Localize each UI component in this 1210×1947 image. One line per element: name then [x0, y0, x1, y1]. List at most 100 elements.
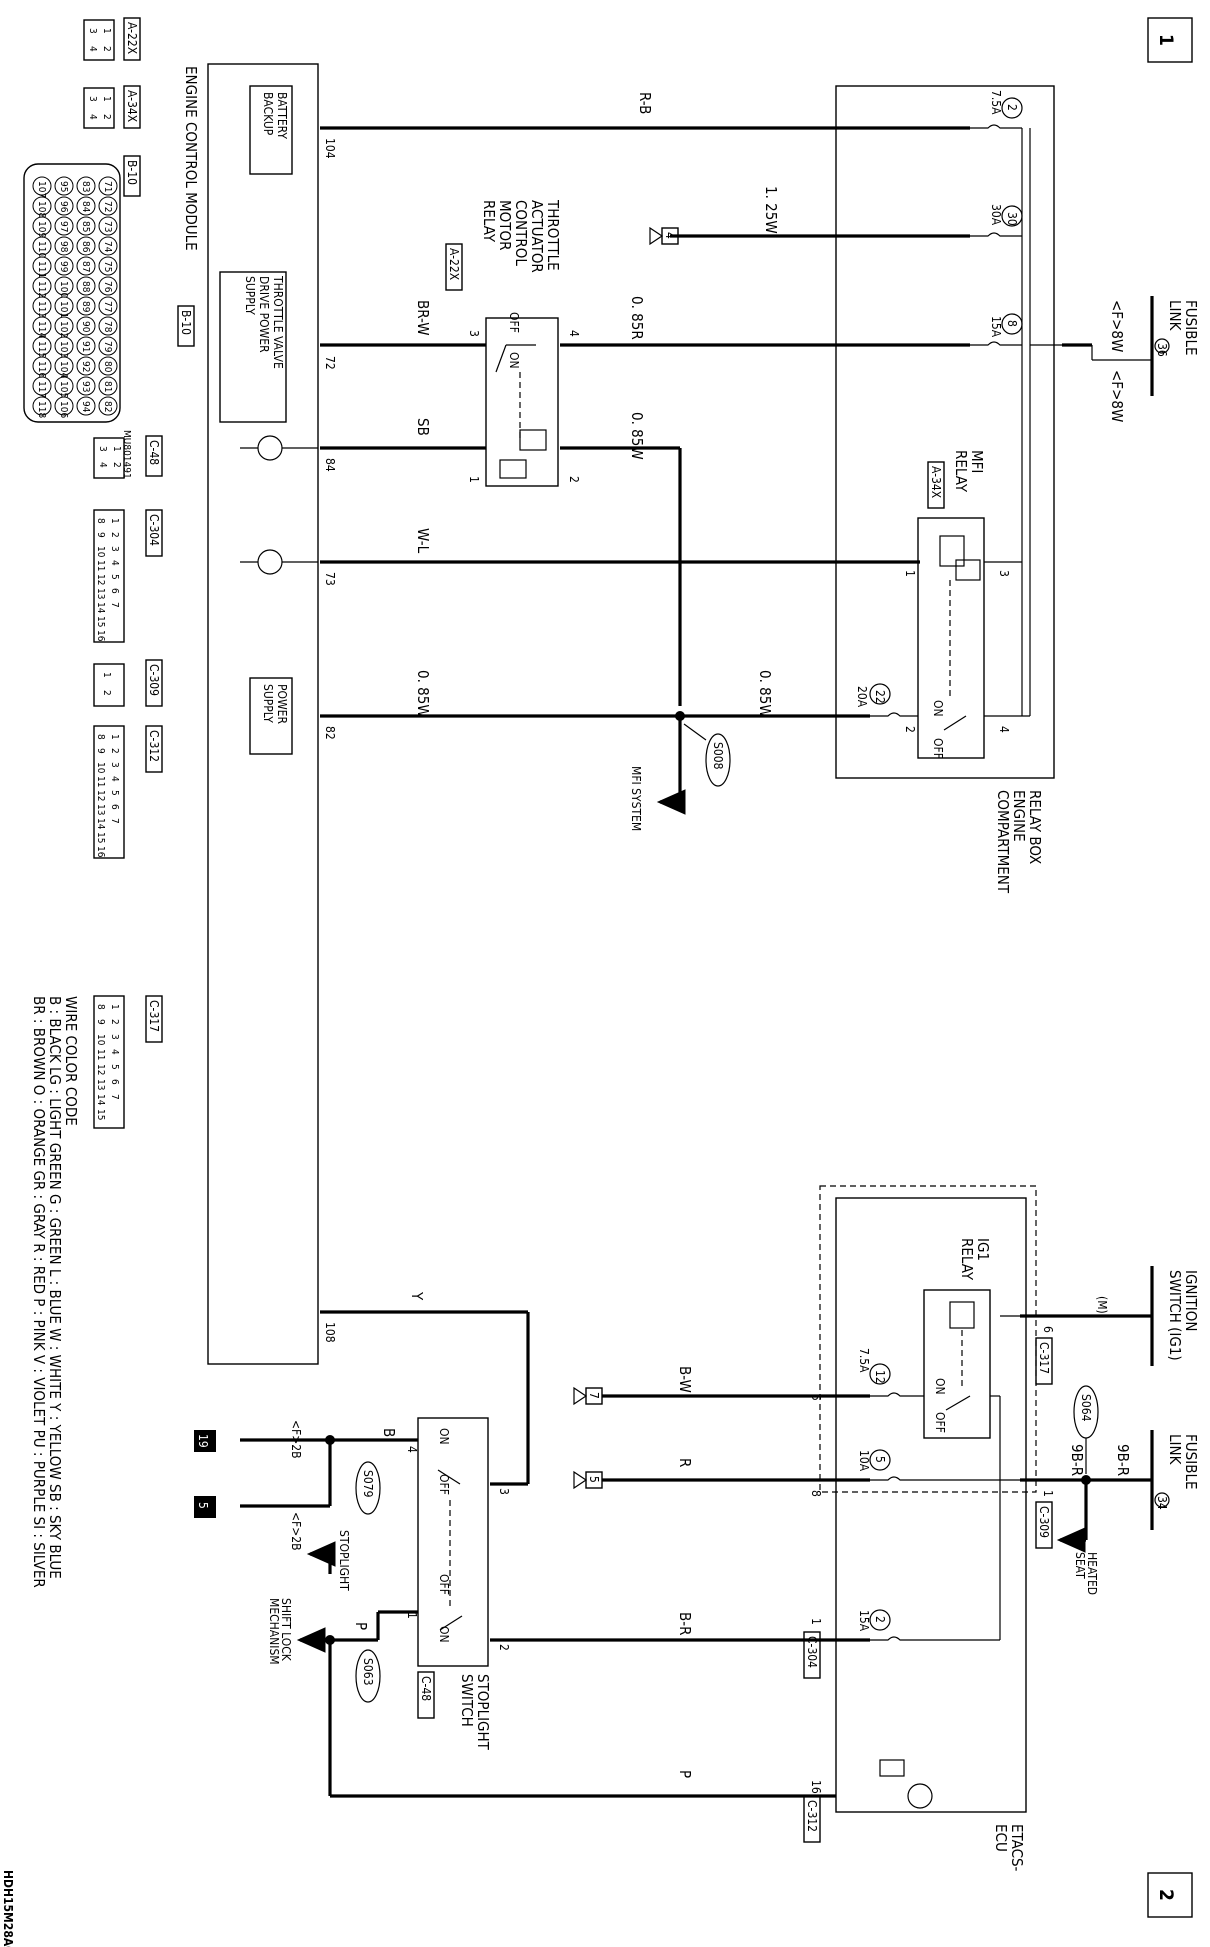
ref-arrow-4: 4 [649, 226, 679, 246]
connector-c317: C-317 [93, 995, 163, 1129]
fusible-link-34: FUSIBLE LINK 34 9B-R 9B-R HEATED SEAT [1020, 1430, 1200, 1595]
svg-text:RELAY: RELAY [480, 200, 498, 243]
svg-text:2: 2 [101, 46, 112, 52]
b10-pin-label: 78 [102, 321, 113, 333]
svg-text:MU801491: MU801491 [121, 430, 132, 479]
c317-pin-label: 4 [109, 1049, 120, 1055]
svg-text:104: 104 [323, 138, 337, 159]
b10-pin [32, 316, 52, 336]
svg-text:Y: Y [408, 1291, 426, 1301]
svg-text:IGNITION: IGNITION [1182, 1270, 1200, 1331]
svg-text:4: 4 [567, 330, 581, 337]
b10-pin [32, 376, 52, 396]
b10-pin-label: 115 [36, 341, 47, 358]
b10-pin-label: 118 [36, 401, 47, 418]
svg-text:WIRE COLOR CODE: WIRE COLOR CODE [62, 996, 80, 1126]
b10-pin [98, 376, 118, 396]
svg-text:BATTERY: BATTERY [275, 92, 289, 139]
svg-text:B: B [380, 1428, 398, 1437]
c304-pin-label: 5 [109, 574, 120, 580]
svg-text:9B-R: 9B-R [1114, 1444, 1132, 1476]
ecm-throttle-drive: THROTTLE VALVE DRIVE POWER SUPPLY [219, 271, 287, 423]
b10-pin-label: 98 [58, 241, 69, 253]
splice-s079: S079 [355, 1461, 381, 1515]
drawing-code: HDH15M28AC [1, 1870, 15, 1947]
c317-pin-label: 11 [95, 1049, 106, 1060]
b10-pin [54, 376, 74, 396]
svg-text:30A: 30A [989, 204, 1003, 226]
svg-text:OFF: OFF [507, 312, 521, 333]
svg-text:IG1: IG1 [974, 1238, 992, 1261]
ref-box-5: 5 [194, 1496, 216, 1518]
b10-pin-label: 94 [80, 401, 91, 413]
b10-pin-label: 100 [58, 281, 69, 298]
b10-pin-label: 109 [36, 221, 47, 238]
svg-text:CONTROL: CONTROL [512, 200, 530, 266]
svg-text:1: 1 [1155, 34, 1177, 46]
svg-text:C-48: C-48 [147, 440, 161, 465]
fuse-5-10a: 5 10A [857, 1449, 1020, 1481]
svg-text:MOTOR: MOTOR [496, 200, 514, 251]
svg-text:MFI: MFI [968, 450, 986, 473]
svg-text:2: 2 [101, 114, 112, 120]
svg-text:ECU: ECU [992, 1824, 1010, 1852]
svg-text:SEAT: SEAT [1073, 1552, 1087, 1579]
throttle-actuator-relay: THROTTLE ACTUATOR CONTROL MOTOR RELAY A-… [445, 199, 581, 487]
c304-pin-label: 15 [95, 616, 106, 627]
c312-pin-label: 4 [109, 776, 120, 782]
b10-pin [76, 196, 96, 216]
svg-text:C-312: C-312 [147, 730, 161, 762]
b10-pin-label: 86 [80, 241, 91, 253]
b10-pin-label: 110 [36, 241, 47, 258]
svg-text:1: 1 [903, 570, 917, 577]
svg-text:R: R [676, 1458, 694, 1467]
svg-text:HEATED: HEATED [1085, 1552, 1099, 1595]
relay-box-label: RELAY BOX ENGINE COMPARTMENT [994, 790, 1044, 894]
svg-text:15A: 15A [857, 1610, 871, 1632]
svg-text:S063: S063 [361, 1658, 375, 1685]
b10-pin [76, 316, 96, 336]
svg-text:4: 4 [405, 1446, 419, 1453]
b10-pin-label: 111 [36, 261, 47, 278]
b10-pin [98, 336, 118, 356]
b10-pin [76, 236, 96, 256]
svg-text:22: 22 [873, 690, 887, 704]
svg-text:1: 1 [467, 476, 481, 483]
svg-text:15A: 15A [989, 316, 1003, 338]
svg-text:1. 25W: 1. 25W [762, 186, 780, 234]
svg-text:RELAY: RELAY [958, 1238, 976, 1281]
c304-pin-label: 8 [95, 518, 106, 524]
svg-text:BR : BROWN O : ORANGE GR :: BR : BROWN O : ORANGE GR : GRAY R : RED … [30, 996, 48, 1588]
ref-arrow-5: 5 [573, 1470, 603, 1490]
c304-pin-label: 4 [109, 560, 120, 566]
svg-text:ACTUATOR: ACTUATOR [528, 200, 546, 273]
b10-pin [54, 296, 74, 316]
fuse-22-20a: 22 20A [855, 683, 918, 717]
c304-pin-label: 9 [95, 532, 106, 538]
svg-text:ON: ON [931, 700, 945, 717]
b10-pin [76, 296, 96, 316]
svg-text:OFF: OFF [437, 1574, 451, 1595]
b10-pin [32, 216, 52, 236]
b10-pin [76, 276, 96, 296]
page-1-marker: 1 [1147, 17, 1193, 63]
b10-pin-label: 117 [36, 381, 47, 398]
svg-text:BR-W: BR-W [414, 300, 432, 336]
svg-text:RELAY: RELAY [952, 450, 970, 493]
mfi-relay: MFI RELAY A-34X ON OFF 1 3 2 4 [903, 450, 1011, 759]
b10-pin [54, 276, 74, 296]
svg-text:5: 5 [587, 1476, 601, 1483]
b10-pin [98, 316, 118, 336]
svg-text:4: 4 [97, 462, 108, 468]
ecm-battery-backup: BATTERY BACKUP [249, 85, 293, 175]
c312-pin-label: 11 [95, 776, 106, 787]
svg-text:ENGINE CONTROL MODULE: ENGINE CONTROL MODULE [182, 66, 200, 251]
b10-pin-label: 106 [58, 401, 69, 418]
svg-text:3: 3 [997, 570, 1011, 577]
svg-text:3: 3 [87, 28, 98, 34]
b10-pin-label: 74 [102, 241, 113, 253]
b10-pin [32, 276, 52, 296]
c312-pin-label: 10 [95, 762, 106, 774]
svg-text:2: 2 [497, 1644, 511, 1651]
